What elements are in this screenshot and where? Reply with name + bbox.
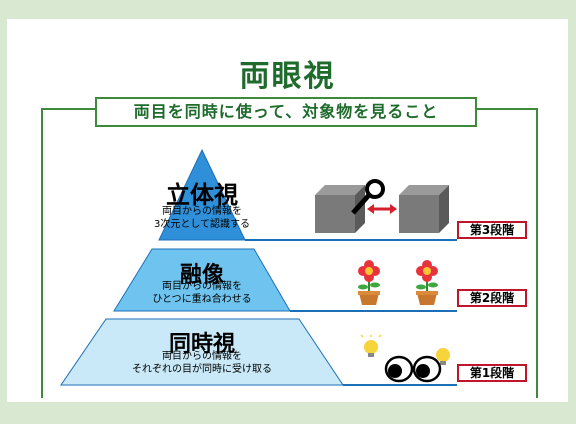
stage-2-line — [290, 310, 457, 312]
3d-blocks-magnifier-icon — [315, 179, 449, 233]
stage-1-badge: 第1段階 — [457, 364, 527, 382]
level-2-title: 融像 — [179, 263, 224, 288]
level-2-desc-2: ひとつに重ね合わせる — [152, 294, 252, 305]
eyes-icon — [360, 335, 450, 383]
stage-3-badge: 第3段階 — [457, 221, 527, 239]
level-3-desc-2: 3次元として認識する — [153, 219, 251, 230]
pyramid-level-3 — [158, 148, 246, 241]
flower-pots-icon — [358, 260, 438, 305]
pyramid-diagram — [60, 148, 344, 386]
stage-3-line — [245, 239, 457, 241]
page-title: 両眼視 — [239, 59, 336, 94]
stage-1-line — [343, 384, 457, 386]
slide: 両眼視 両目を同時に使って、対象物を見ること 立体視 両目からの情報を 3次元と… — [7, 7, 568, 417]
level-1-desc-1: 両目からの情報を — [162, 351, 242, 362]
top-band — [7, 7, 568, 19]
level-3-title: 立体視 — [166, 181, 238, 209]
bottom-band — [7, 402, 568, 417]
level-1-desc-2: それぞれの目が同時に受け取る — [132, 364, 272, 375]
level-1-title: 同時視 — [168, 332, 235, 357]
subtitle: 両目を同時に使って、対象物を見ること — [95, 97, 477, 127]
level-2-desc-1: 両目からの情報を — [162, 281, 242, 292]
stage-2-badge: 第2段階 — [457, 289, 527, 307]
level-3-desc-1: 両目からの情報を — [162, 206, 242, 217]
